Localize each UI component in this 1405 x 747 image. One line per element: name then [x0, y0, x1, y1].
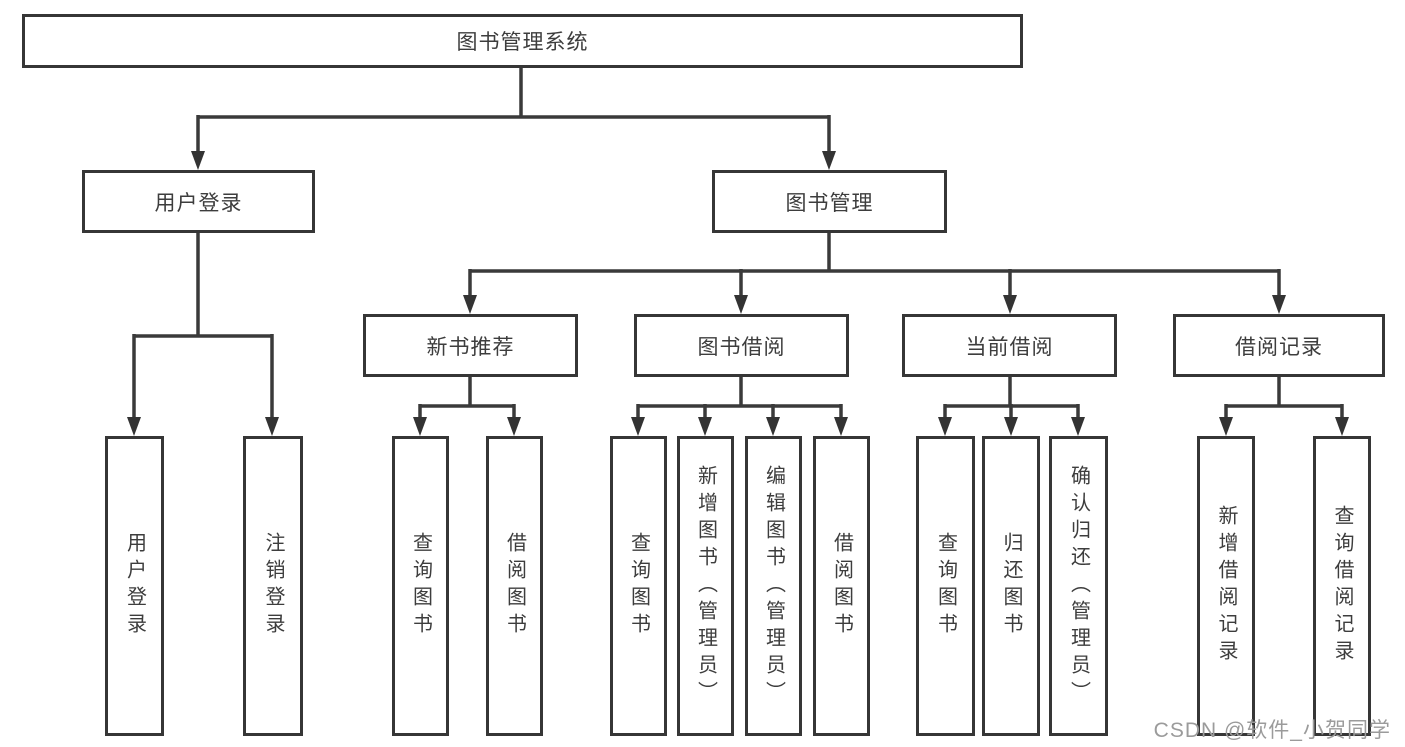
node-user-login: 用户登录	[82, 170, 315, 233]
leaf-borrow-add-books-admin: 新增图书（管理员）	[677, 436, 734, 736]
connector-root-to-level1	[191, 68, 836, 170]
node-book-borrow: 图书借阅	[634, 314, 849, 377]
leaf-logout: 注销登录	[243, 436, 303, 736]
connector-currentborrow-to-leaves	[938, 377, 1085, 436]
node-label: 借阅图书	[830, 532, 853, 640]
node-label: 注销登录	[262, 532, 284, 640]
node-label: 归还图书	[1000, 532, 1022, 640]
node-book-management: 图书管理	[712, 170, 947, 233]
node-label: 查询图书	[934, 532, 957, 640]
connector-bookmgmt-to-level2	[463, 233, 1286, 314]
csdn-watermark: CSDN @软件_小贺同学	[1153, 719, 1391, 742]
node-borrow-records: 借阅记录	[1173, 314, 1385, 377]
connector-newbook-to-leaves	[413, 377, 521, 436]
node-label: 图书管理	[785, 191, 874, 215]
leaf-records-query-record: 查询借阅记录	[1313, 436, 1371, 736]
node-label: 编辑图书（管理员）	[762, 464, 785, 708]
node-label: 查询图书	[409, 532, 432, 640]
node-label: 图书管理系统	[456, 31, 589, 54]
node-label: 新书推荐	[426, 335, 515, 359]
node-label: 当前借阅	[965, 335, 1054, 359]
node-label: 图书借阅	[697, 335, 786, 359]
node-label: 查询借阅记录	[1331, 505, 1353, 667]
node-label: 用户登录	[154, 191, 243, 215]
leaf-user-login: 用户登录	[105, 436, 164, 736]
leaf-borrow-borrow-books: 借阅图书	[813, 436, 870, 736]
connector-borrowrecord-to-leaves	[1219, 377, 1349, 436]
leaf-records-add-record: 新增借阅记录	[1197, 436, 1255, 736]
leaf-current-confirm-return-admin: 确认归还（管理员）	[1049, 436, 1108, 736]
node-label: 新增借阅记录	[1215, 505, 1237, 667]
node-label: 新增图书（管理员）	[694, 464, 717, 708]
node-label: 确认归还（管理员）	[1067, 464, 1090, 708]
node-label: 查询图书	[627, 532, 650, 640]
node-label: 借阅记录	[1235, 335, 1323, 359]
node-root-library-system: 图书管理系统	[22, 14, 1023, 68]
leaf-current-query-books: 查询图书	[916, 436, 975, 736]
connector-userlogin-to-leaves	[127, 233, 279, 436]
leaf-borrow-query-books: 查询图书	[610, 436, 667, 736]
leaf-newbook-borrow-books: 借阅图书	[486, 436, 543, 736]
node-label: 用户登录	[123, 532, 146, 640]
node-label: 借阅图书	[503, 532, 526, 640]
node-current-borrow: 当前借阅	[902, 314, 1117, 377]
node-new-book-recommend: 新书推荐	[363, 314, 578, 377]
connector-bookborrow-to-leaves	[631, 377, 848, 436]
leaf-newbook-query-books: 查询图书	[392, 436, 449, 736]
leaf-borrow-edit-books-admin: 编辑图书（管理员）	[745, 436, 802, 736]
leaf-current-return-books: 归还图书	[982, 436, 1040, 736]
